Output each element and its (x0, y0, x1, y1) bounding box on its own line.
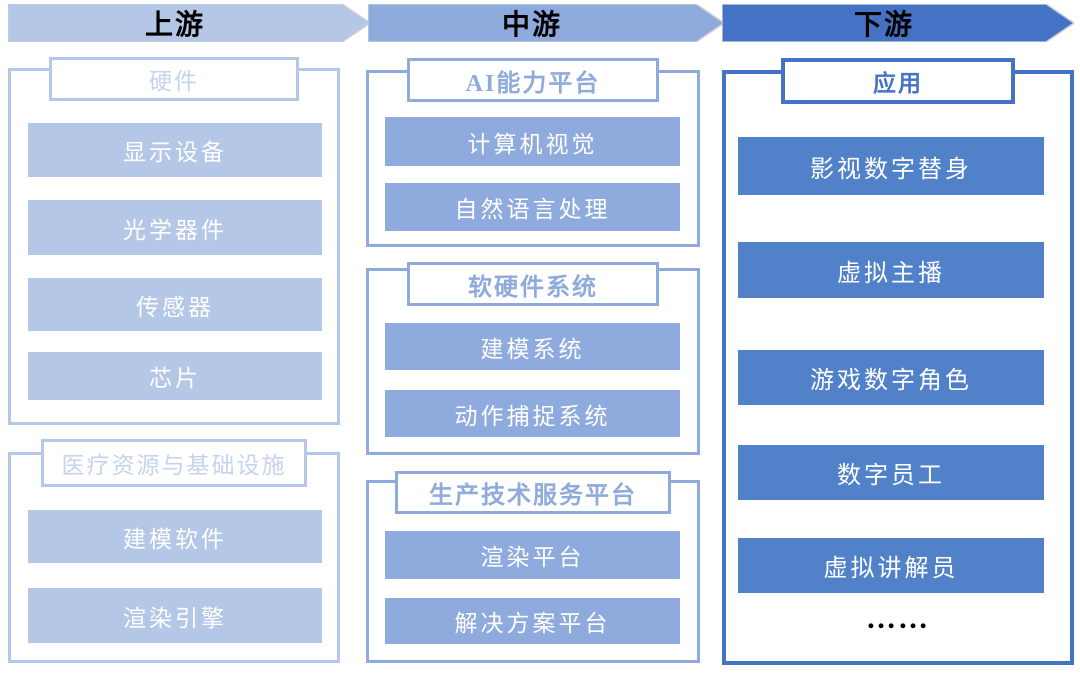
item-rendering-engine: 渲染引擎 (28, 588, 322, 643)
group-title-software-hardware-systems: 软硬件系统 (407, 262, 659, 306)
arrow-shape-icon (722, 4, 1074, 42)
item-sensors: 传感器 (28, 278, 322, 331)
item-film-digital-doubles: 影视数字替身 (738, 137, 1044, 195)
item-motion-capture-system: 动作捕捉系统 (385, 390, 680, 437)
group-production-tech-service-platform: 生产技术服务平台 渲染平台 解决方案平台 (366, 471, 700, 663)
item-virtual-guides: 虚拟讲解员 (738, 538, 1044, 593)
group-title-applications: 应用 (781, 58, 1015, 104)
stage-arrow-downstream: 下游 (722, 4, 1074, 42)
group-applications: 应用 影视数字替身 虚拟主播 游戏数字角色 数字员工 虚拟讲解员 …… (722, 58, 1074, 665)
group-title-production-tech-service-platform: 生产技术服务平台 (395, 471, 671, 514)
item-modeling-system: 建模系统 (385, 323, 680, 370)
group-software-hardware-systems: 软硬件系统 建模系统 动作捕捉系统 (366, 262, 700, 455)
item-solution-platform: 解决方案平台 (385, 598, 680, 644)
group-resources-infrastructure: 医疗资源与基础设施 建模软件 渲染引擎 (8, 439, 340, 663)
item-optical-components: 光学器件 (28, 200, 322, 255)
item-game-digital-characters: 游戏数字角色 (738, 350, 1044, 405)
group-title-resources-infrastructure: 医疗资源与基础设施 (41, 439, 307, 487)
group-title-ai-capability-platform: AI能力平台 (407, 58, 659, 102)
group-title-hardware: 硬件 (49, 57, 299, 101)
item-computer-vision: 计算机视觉 (385, 117, 680, 166)
item-chips: 芯片 (28, 352, 322, 400)
item-rendering-platform: 渲染平台 (385, 531, 680, 579)
item-display-devices: 显示设备 (28, 123, 322, 177)
group-ai-capability-platform: AI能力平台 计算机视觉 自然语言处理 (366, 58, 700, 247)
group-hardware: 硬件 显示设备 光学器件 传感器 芯片 (8, 57, 340, 425)
stage-arrow-upstream: 上游 (8, 4, 370, 42)
arrow-shape-icon (8, 4, 370, 42)
arrow-shape-icon (368, 4, 724, 42)
item-digital-employees: 数字员工 (738, 445, 1044, 500)
item-virtual-anchors: 虚拟主播 (738, 242, 1044, 298)
stage-arrow-midstream: 中游 (368, 4, 724, 42)
stage-label-midstream: 中游 (501, 10, 562, 41)
stage-label-downstream: 下游 (853, 10, 914, 41)
item-nlp: 自然语言处理 (385, 183, 680, 231)
more-items-ellipsis: …… (866, 602, 930, 635)
stage-label-upstream: 上游 (144, 10, 205, 41)
item-modeling-software: 建模软件 (28, 510, 322, 563)
